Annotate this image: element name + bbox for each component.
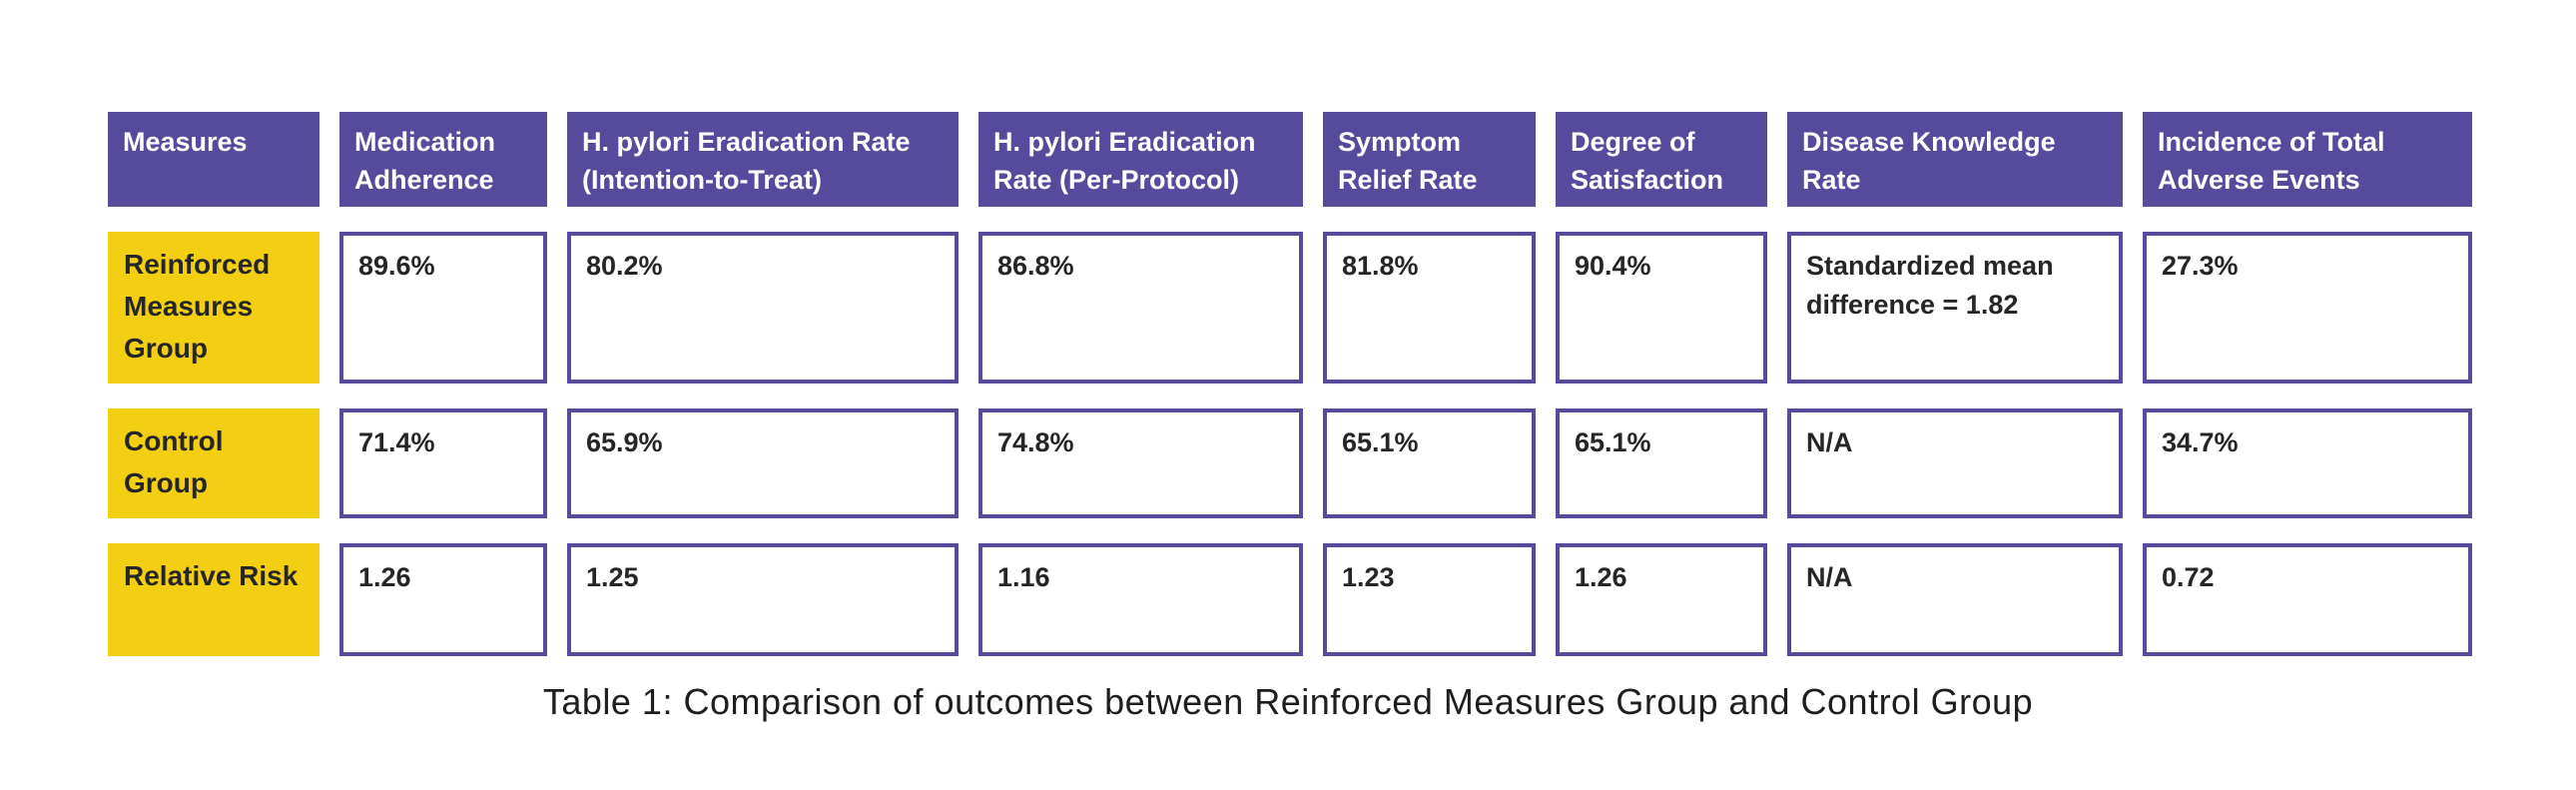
column-header-degree-of-satisfaction: Degree of Satisfaction bbox=[1556, 112, 1767, 207]
column-header-hpylori-eradication-pp: H. pylori Eradication Rate (Per-Protocol… bbox=[978, 112, 1303, 207]
table-cell: 1.26 bbox=[339, 543, 547, 656]
row-label-reinforced-measures-group: Reinforced Measures Group bbox=[108, 232, 320, 384]
table-cell: 1.23 bbox=[1323, 543, 1536, 656]
table-cell: N/A bbox=[1787, 408, 2123, 518]
comparison-table: Measures Medication Adherence H. pylori … bbox=[108, 112, 2472, 656]
table-cell: 34.7% bbox=[2143, 408, 2472, 518]
table-cell: 74.8% bbox=[978, 408, 1303, 518]
table-cell: 89.6% bbox=[339, 232, 547, 384]
table-caption: Table 1: Comparison of outcomes between … bbox=[542, 681, 2034, 722]
column-header-disease-knowledge-rate: Disease Knowledge Rate bbox=[1787, 112, 2123, 207]
table-cell: N/A bbox=[1787, 543, 2123, 656]
table-cell: 71.4% bbox=[339, 408, 547, 518]
column-header-symptom-relief-rate: Symptom Relief Rate bbox=[1323, 112, 1536, 207]
table-cell: 65.9% bbox=[567, 408, 959, 518]
column-header-medication-adherence: Medication Adherence bbox=[339, 112, 547, 207]
row-label-relative-risk: Relative Risk bbox=[108, 543, 320, 656]
table-cell: Standardized mean difference = 1.82 bbox=[1787, 232, 2123, 384]
table-cell: 65.1% bbox=[1323, 408, 1536, 518]
table-cell: 1.25 bbox=[567, 543, 959, 656]
table-cell: 81.8% bbox=[1323, 232, 1536, 384]
table-cell: 90.4% bbox=[1556, 232, 1767, 384]
table-cell: 27.3% bbox=[2143, 232, 2472, 384]
table-cell: 65.1% bbox=[1556, 408, 1767, 518]
table-cell: 1.26 bbox=[1556, 543, 1767, 656]
column-header-adverse-events: Incidence of Total Adverse Events bbox=[2143, 112, 2472, 207]
row-label-control-group: Control Group bbox=[108, 408, 320, 518]
table-cell: 86.8% bbox=[978, 232, 1303, 384]
table-cell: 0.72 bbox=[2143, 543, 2472, 656]
table-cell: 80.2% bbox=[567, 232, 959, 384]
column-header-hpylori-eradication-itt: H. pylori Eradication Rate (Intention-to… bbox=[567, 112, 959, 207]
column-header-measures: Measures bbox=[108, 112, 320, 207]
table-cell: 1.16 bbox=[978, 543, 1303, 656]
